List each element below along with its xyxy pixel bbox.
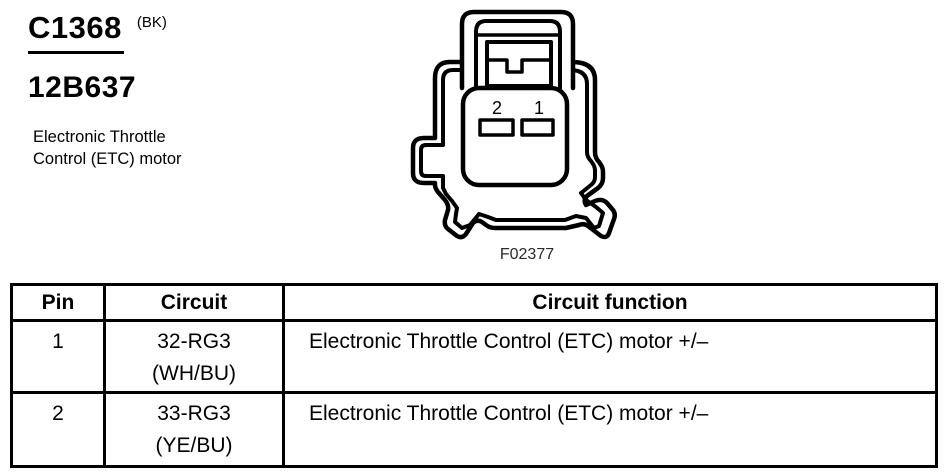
pinout-table: Pin Circuit Circuit function 1 32-RG3 (W… — [10, 283, 938, 468]
circuit-code: 32-RG3 — [157, 330, 231, 353]
circuit-function: Electronic Throttle Control (ETC) motor … — [282, 319, 938, 394]
pinout-row-pin1: 1 32-RG3 (WH/BU) Electronic Throttle Con… — [10, 319, 938, 394]
cavity-label-2: 2 — [492, 98, 502, 118]
function-column-header: Circuit function — [282, 283, 938, 322]
circuit-id: 33-RG3 (YE/BU) — [103, 391, 285, 468]
cavity-slot-2 — [478, 118, 515, 137]
pinout-header-row: Pin Circuit Circuit function — [10, 283, 938, 322]
circuit-function: Electronic Throttle Control (ETC) motor … — [282, 391, 938, 468]
pin-number: 2 — [10, 391, 106, 468]
pinout-row-pin2: 2 33-RG3 (YE/BU) Electronic Throttle Con… — [10, 391, 938, 468]
cavity-slot-1 — [520, 118, 555, 137]
cavity-face — [460, 85, 570, 188]
latch-keyway-notch — [485, 58, 553, 74]
circuit-column-header: Circuit — [103, 283, 285, 322]
connector-description: Electronic Throttle Control (ETC) motor — [33, 128, 182, 168]
figure-id: F02377 — [500, 246, 554, 263]
part-number: 12B637 — [28, 71, 137, 104]
connector-title-row: C1368 (BK) — [28, 11, 167, 54]
connector-body-inner-outline — [419, 68, 605, 230]
pin-number: 1 — [10, 319, 106, 394]
wire-color-code: (WH/BU) — [152, 362, 236, 385]
wire-color-code: (YE/BU) — [155, 434, 233, 457]
cavity-label-1: 1 — [534, 98, 544, 118]
connector-housing-color: (BK) — [136, 14, 167, 31]
latch-keyway-frame — [485, 40, 553, 88]
connector-id: C1368 — [28, 11, 124, 54]
circuit-code: 33-RG3 — [157, 402, 231, 425]
circuit-id: 32-RG3 (WH/BU) — [103, 319, 285, 394]
connector-diagram: 2 1 F02377 — [410, 9, 618, 263]
pin-column-header: Pin — [10, 283, 106, 322]
